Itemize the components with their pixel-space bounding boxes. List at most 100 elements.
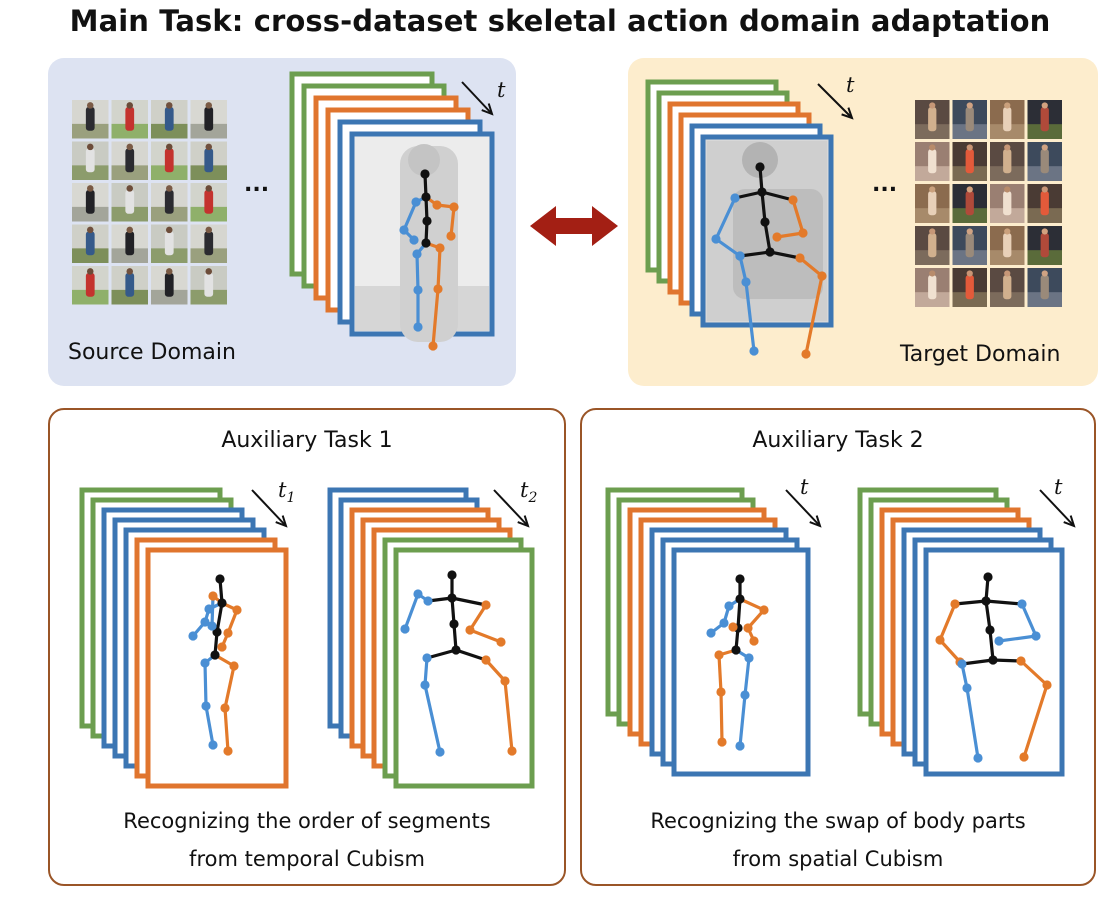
bone — [733, 190, 764, 200]
joint-lkn — [420, 680, 430, 690]
joint-rsh — [1017, 599, 1027, 609]
joint-lel — [200, 617, 210, 627]
thumbnail-floor — [111, 248, 148, 263]
bone — [1020, 602, 1038, 638]
joint-rsh — [788, 195, 798, 205]
arrow-line — [1039, 489, 1075, 527]
thumbnail-head — [86, 102, 94, 109]
bone — [204, 704, 215, 747]
person-head-silhouette — [408, 144, 440, 176]
thumbnail-head — [966, 270, 973, 277]
joint-rel — [223, 628, 233, 638]
thumbnail-floor — [72, 206, 109, 222]
target-time-arrow: t — [817, 73, 855, 120]
bone — [798, 256, 824, 278]
joint-spb — [207, 621, 217, 631]
joint-sp — [760, 217, 770, 227]
joint-rhp — [435, 243, 445, 253]
joint-head — [447, 570, 457, 580]
joint-head — [755, 162, 765, 172]
arrow-line — [785, 489, 821, 527]
front-frame — [145, 547, 289, 789]
source-ellipsis: ... — [244, 172, 270, 197]
thumbnail-figure — [204, 272, 214, 297]
bone — [431, 287, 440, 348]
thumbnail-figure — [1040, 275, 1049, 300]
thumbnail-floor — [151, 289, 188, 305]
thumbnail-floor — [190, 248, 227, 263]
thumbnail-head — [1004, 186, 1011, 193]
joint-lel — [413, 589, 423, 599]
joint-lwr — [409, 235, 419, 245]
joint-hip — [210, 650, 220, 660]
joint-rkn — [433, 284, 443, 294]
thumbnail-head — [86, 226, 94, 234]
thumbnail-head — [1041, 102, 1048, 109]
thumbnail-floor — [190, 206, 227, 222]
bone — [223, 664, 236, 710]
arrow-head — [517, 515, 530, 528]
thumbnail-floor — [1027, 208, 1062, 223]
aux1-right-skeleton — [400, 570, 517, 757]
aux2-right-stack — [857, 487, 1065, 777]
thumbnail-figure — [1003, 275, 1012, 300]
joint-lhp — [412, 249, 422, 259]
joint-rwr — [496, 637, 506, 647]
bone — [484, 658, 507, 683]
thumbnail-floor — [952, 124, 987, 139]
joint-ran — [735, 741, 745, 751]
joint-hip — [421, 238, 431, 248]
auxiliary-task-2-title: Auxiliary Task 2 — [752, 428, 924, 453]
thumbnail-figure — [85, 148, 95, 173]
thumbnail-figure — [85, 272, 95, 297]
thumbnail-head — [165, 185, 173, 192]
thumbnail-head — [165, 143, 173, 151]
thumbnail-head — [86, 185, 94, 192]
bone — [984, 599, 1024, 606]
bone — [738, 693, 747, 748]
source-dataset-thumbnails — [72, 100, 227, 305]
thumbnail-figure — [164, 106, 174, 131]
thumbnail-head — [929, 270, 936, 277]
joint-ran — [428, 341, 438, 351]
joint-lan — [435, 747, 445, 757]
bone — [736, 597, 742, 630]
arrow-head — [1063, 515, 1076, 528]
bone — [403, 592, 420, 631]
thumbnail-floor — [990, 166, 1025, 181]
thumbnail-figure — [125, 231, 135, 256]
thumbnail-floor — [952, 292, 987, 307]
joint-lsh — [724, 601, 734, 611]
thumbnail-figure — [204, 106, 214, 131]
joint-rkn — [817, 271, 827, 281]
thumbnail-head — [165, 226, 173, 234]
thumbnail-floor — [111, 123, 148, 139]
bone — [203, 661, 208, 708]
bone — [402, 200, 418, 232]
joint-lsh — [423, 596, 433, 606]
auxiliary-task-2-caption-line1: Recognizing the swap of body parts — [650, 809, 1026, 833]
thumbnail-head — [86, 143, 94, 151]
thumbnail-figure — [164, 189, 174, 214]
seated-person-head-silhouette — [742, 142, 778, 178]
joint-lwr — [188, 631, 198, 641]
bone — [450, 596, 488, 607]
joint-ran — [1019, 752, 1029, 762]
thumbnail-floor — [1027, 166, 1062, 181]
joint-lhp — [735, 251, 745, 261]
thumbnail-head — [205, 226, 213, 234]
thumbnail-head — [966, 186, 973, 193]
bone — [768, 250, 802, 260]
bone — [804, 274, 824, 356]
bone — [744, 280, 756, 353]
joint-rel — [743, 623, 753, 633]
bone — [454, 648, 488, 662]
thumbnail-head — [205, 185, 213, 192]
thumbnail-figure — [1040, 191, 1049, 216]
thumbnail-figure — [125, 272, 135, 297]
bone — [719, 690, 724, 744]
joint-rwr — [994, 636, 1004, 646]
joint-head — [735, 574, 745, 584]
joint-lwr — [400, 624, 410, 634]
